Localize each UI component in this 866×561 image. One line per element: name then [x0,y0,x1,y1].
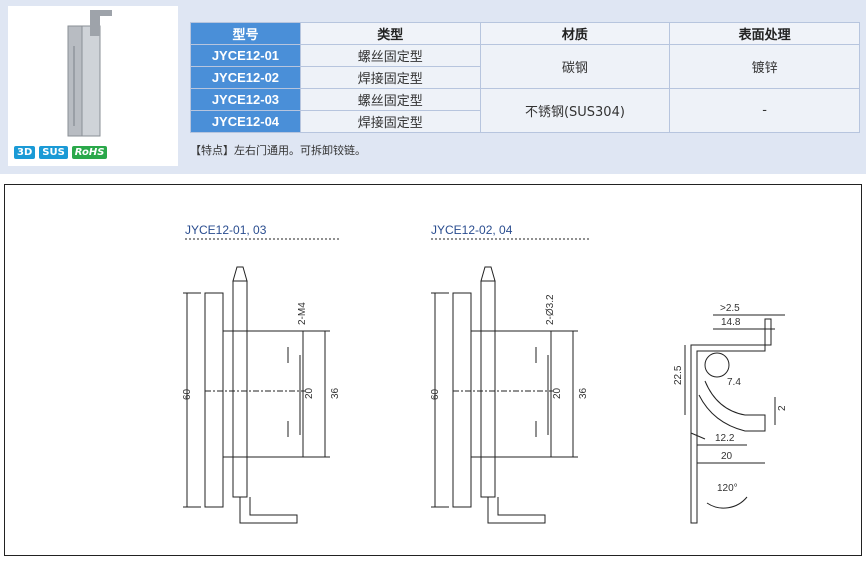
dim-c-w1: 14.8 [721,317,741,328]
badge-3d: 3D [14,146,36,159]
cell-model: JYCE12-02 [190,66,301,89]
table-row: JYCE12-01 螺丝固定型 碳钢 镀锌 [190,44,860,89]
drawing-svg: 60 2-M4 20 36 60 2-Ø3.2 20 36 >2.5 14.8 … [182,238,788,524]
dim-c-t: 2 [777,405,788,411]
dim-c-w2: 12.2 [715,433,735,444]
dim-c-h: 22.5 [673,365,684,385]
dim-c-r: 7.4 [727,377,741,388]
table-row: JYCE12-03 螺丝固定型 不锈钢(SUS304) - [190,88,860,133]
cell-type: 螺丝固定型 [299,88,481,111]
cell-model: JYCE12-03 [190,88,301,111]
dim-c-angle: 120° [717,483,738,494]
cell-surface: - [669,88,860,133]
badge-sus: SUS [39,146,68,159]
dim-a-total: 60 [182,388,193,400]
cell-surface: 镀锌 [669,44,860,89]
table-header-row: 型号 类型 材质 表面处理 [190,22,860,45]
dim-b-right: 36 [578,387,589,399]
technical-drawing-frame: JYCE12-01, 03 JYCE12-02, 04 [4,184,862,556]
badge-rohs: RoHS [71,146,108,159]
drawing-label-b: JYCE12-02, 04 [431,223,513,237]
cell-type: 焊接固定型 [299,66,481,89]
cell-material: 碳钢 [479,44,671,89]
dim-a-hole: 2-M4 [297,302,308,325]
dim-a-mid: 20 [304,387,315,399]
dim-b-mid: 20 [552,387,563,399]
dim-b-total: 60 [430,388,441,400]
header-model: 型号 [190,22,301,45]
table-row: JYCE12-04 焊接固定型 [190,110,860,133]
spec-table: 型号 类型 材质 表面处理 JYCE12-01 螺丝固定型 碳钢 镀锌 JYCE… [190,22,860,133]
cell-model: JYCE12-04 [190,110,301,133]
header-surface: 表面处理 [669,22,860,45]
cell-type: 螺丝固定型 [299,44,481,67]
cell-material: 不锈钢(SUS304) [479,88,671,133]
drawing-label-a: JYCE12-01, 03 [185,223,267,237]
badge-group: 3D SUS RoHS [14,146,108,159]
product-photo [8,6,178,166]
feature-note: 【特点】左右门通用。可拆卸铰链。 [190,144,366,157]
dim-a-right: 36 [330,387,341,399]
cell-model: JYCE12-01 [190,44,301,67]
header-type: 类型 [299,22,481,45]
cell-type: 焊接固定型 [299,110,481,133]
header-material: 材质 [479,22,671,45]
table-row: JYCE12-02 焊接固定型 [190,66,860,89]
dim-b-hole: 2-Ø3.2 [545,294,556,325]
dim-c-w3: 20 [721,451,733,462]
dim-c-gap: >2.5 [720,303,740,314]
